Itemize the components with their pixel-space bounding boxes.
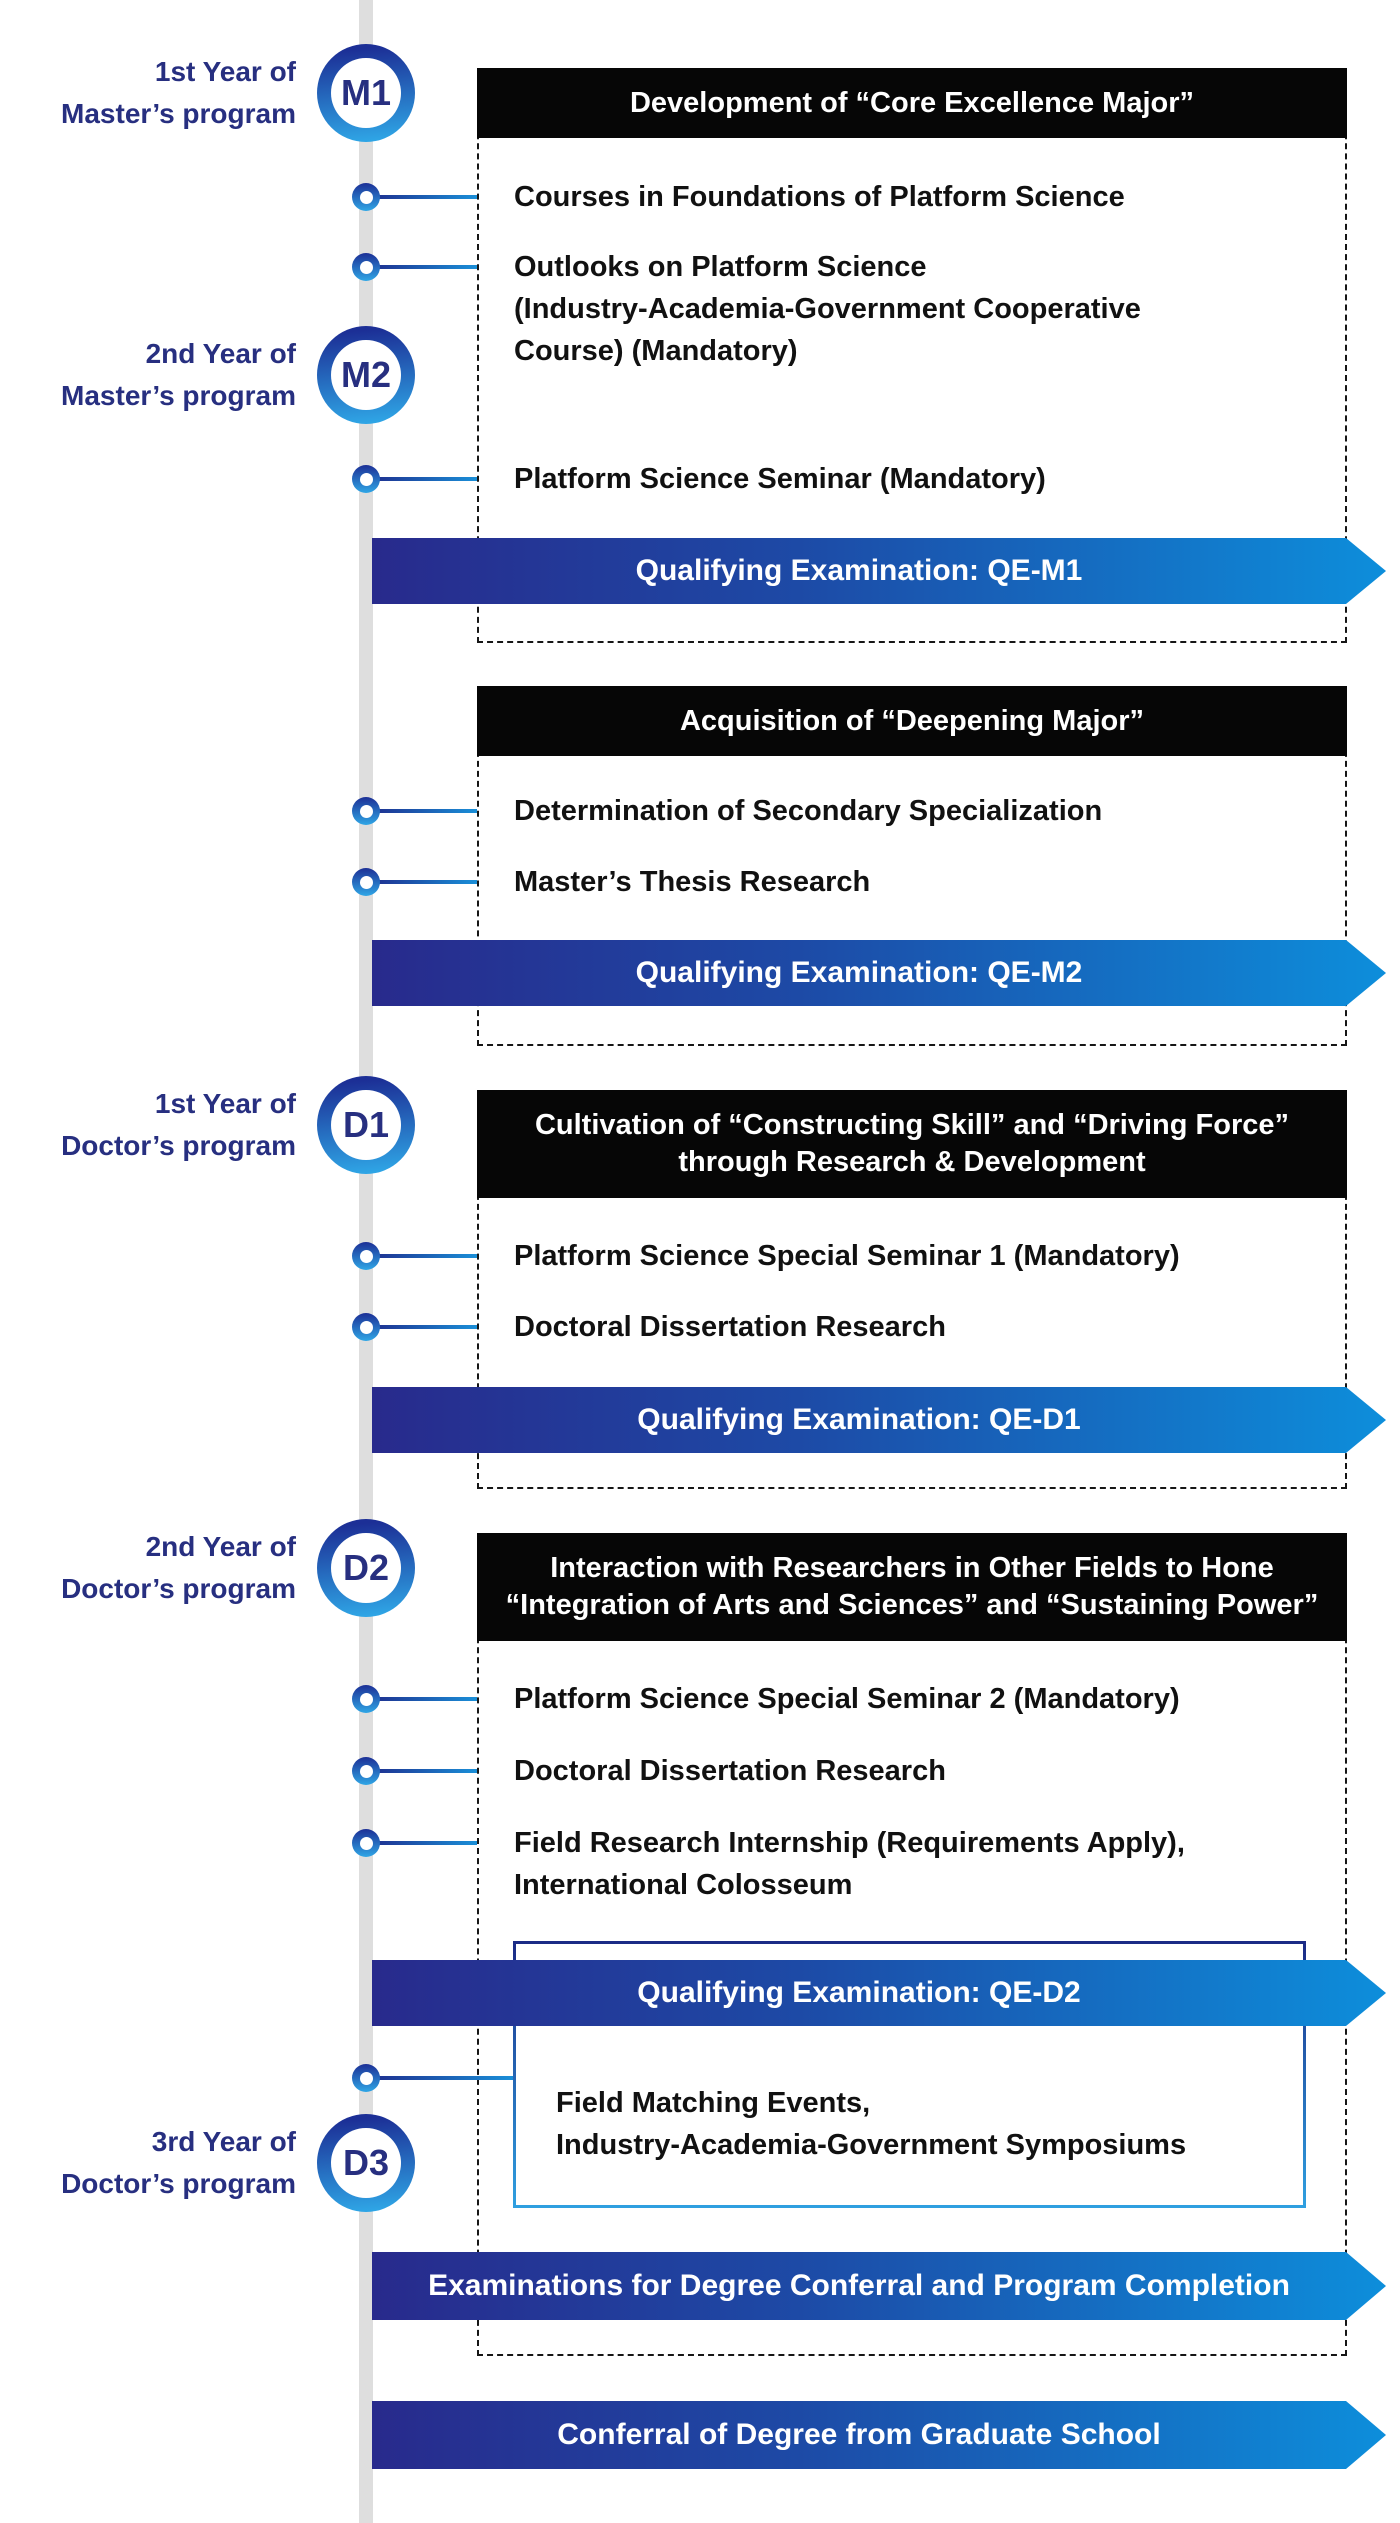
bullet-dot-icon — [352, 253, 380, 281]
bullet-connector — [372, 477, 477, 481]
bullet-connector — [372, 1841, 477, 1845]
bullet-dot-core — [359, 260, 373, 274]
bullet-dot-core — [359, 2071, 373, 2085]
bullet-dot-core — [359, 190, 373, 204]
year-label-line: 1st Year of — [154, 56, 296, 87]
bullet-dot-core — [359, 804, 373, 818]
bullet-connector — [372, 265, 477, 269]
bullet-dot-icon — [352, 797, 380, 825]
bullet-dot-icon — [352, 2064, 380, 2092]
bullet-connector — [372, 880, 477, 884]
bullet-connector — [372, 195, 477, 199]
year-label-line: Doctor’s program — [61, 1573, 296, 1604]
qe-d1-arrow: Qualifying Examination: QE-D1 — [372, 1387, 1386, 1453]
bullet-dot-core — [359, 1692, 373, 1706]
section-header-2: Acquisition of “Deepening Major” — [477, 686, 1347, 756]
bullet-connector — [372, 809, 477, 813]
year-label-line: 3rd Year of — [151, 2126, 296, 2157]
bullet-dot-icon — [352, 1242, 380, 1270]
degree-examinations-arrow: Examinations for Degree Conferral and Pr… — [372, 2252, 1386, 2320]
bullet-dot-icon — [352, 1685, 380, 1713]
section-header-1: Development of “Core Excellence Major” — [477, 68, 1347, 138]
curriculum-item: Doctoral Dissertation Research — [514, 1311, 946, 1343]
year-node-d2-label: D2 — [331, 1533, 401, 1603]
bullet-dot-core — [359, 1764, 373, 1778]
curriculum-item: Platform Science Special Seminar 1 (Mand… — [514, 1240, 1180, 1272]
bullet-dot-icon — [352, 1757, 380, 1785]
bullet-connector — [372, 1325, 477, 1329]
curriculum-item: Determination of Secondary Specializatio… — [514, 795, 1103, 827]
year-label-line: Doctor’s program — [61, 1130, 296, 1161]
curriculum-item: Master’s Thesis Research — [514, 866, 871, 898]
qe-m1-arrow: Qualifying Examination: QE-M1 — [372, 538, 1386, 604]
bullet-dot-core — [359, 1836, 373, 1850]
year-label-line: 2nd Year of — [145, 1531, 296, 1562]
curriculum-item: Outlooks on Platform Science (Industry-A… — [514, 251, 1141, 367]
year-node-m1-label: M1 — [331, 58, 401, 128]
year-label-d1: 1st Year of Doctor’s program — [0, 1083, 296, 1167]
curriculum-item: Platform Science Seminar (Mandatory) — [514, 463, 1046, 495]
curriculum-item: Courses in Foundations of Platform Scien… — [514, 181, 1125, 213]
qe-m2-arrow: Qualifying Examination: QE-M2 — [372, 940, 1386, 1006]
section-header-3: Cultivation of “Constructing Skill” and … — [477, 1090, 1347, 1198]
year-node-d1-label: D1 — [331, 1090, 401, 1160]
bullet-dot-icon — [352, 1313, 380, 1341]
year-node-m2-label: M2 — [331, 340, 401, 410]
year-node-m2-icon: M2 — [317, 326, 415, 424]
year-node-d2-icon: D2 — [317, 1519, 415, 1617]
year-node-d1-icon: D1 — [317, 1076, 415, 1174]
year-label-m2: 2nd Year of Master’s program — [0, 333, 296, 417]
bullet-dot-core — [359, 472, 373, 486]
year-node-m1-icon: M1 — [317, 44, 415, 142]
year-label-line: 1st Year of — [154, 1088, 296, 1119]
bullet-dot-core — [359, 875, 373, 889]
bullet-dot-core — [359, 1320, 373, 1334]
year-label-line: Doctor’s program — [61, 2168, 296, 2199]
year-label-d2: 2nd Year of Doctor’s program — [0, 1526, 296, 1610]
bullet-dot-icon — [352, 1829, 380, 1857]
bullet-dot-icon — [352, 868, 380, 896]
year-node-d3-label: D3 — [331, 2128, 401, 2198]
bullet-dot-core — [359, 1249, 373, 1263]
events-text: Field Matching Events, Industry-Academia… — [556, 2087, 1187, 2161]
year-node-d3-icon: D3 — [317, 2114, 415, 2212]
bullet-connector — [372, 1697, 477, 1701]
degree-conferral-arrow: Conferral of Degree from Graduate School — [372, 2401, 1386, 2469]
curriculum-item: Field Research Internship (Requirements … — [514, 1827, 1185, 1901]
bullet-connector — [372, 2076, 513, 2080]
year-label-m1: 1st Year of Master’s program — [0, 51, 296, 135]
bullet-connector — [372, 1769, 477, 1773]
year-label-d3: 3rd Year of Doctor’s program — [0, 2121, 296, 2205]
qe-d2-arrow: Qualifying Examination: QE-D2 — [372, 1960, 1386, 2026]
bullet-dot-icon — [352, 183, 380, 211]
curriculum-item: Platform Science Special Seminar 2 (Mand… — [514, 1683, 1180, 1715]
bullet-dot-icon — [352, 465, 380, 493]
bullet-connector — [372, 1254, 477, 1258]
year-label-line: Master’s program — [61, 98, 296, 129]
curriculum-item: Doctoral Dissertation Research — [514, 1755, 946, 1787]
year-label-line: Master’s program — [61, 380, 296, 411]
section-header-4: Interaction with Researchers in Other Fi… — [477, 1533, 1347, 1641]
year-label-line: 2nd Year of — [145, 338, 296, 369]
